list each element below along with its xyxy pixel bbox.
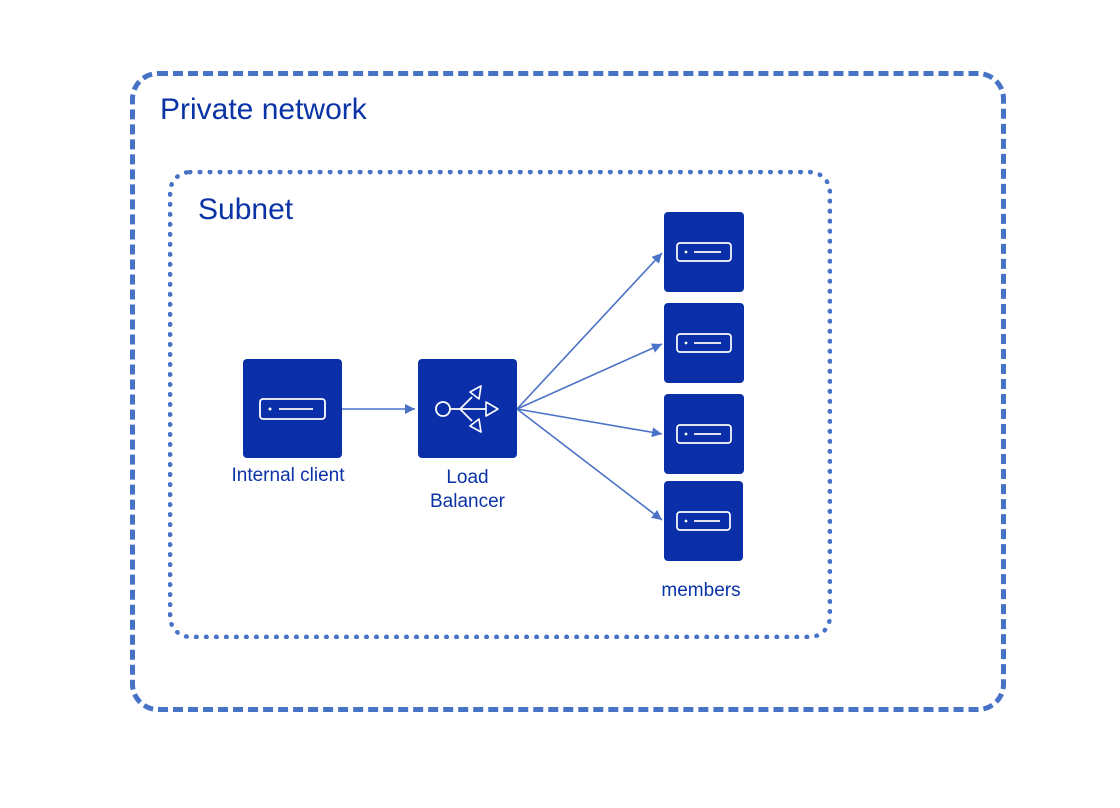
subnet-boundary xyxy=(168,170,832,639)
load-balancer-label-line1: Load xyxy=(446,467,489,488)
load-balancer-label-line2: Balancer xyxy=(430,491,505,512)
subnet-label: Subnet xyxy=(198,193,294,226)
internal-client-label: Internal client xyxy=(231,465,345,486)
server-icon xyxy=(676,511,731,531)
load-balancer-label: Load Balancer xyxy=(418,466,517,514)
server-icon xyxy=(676,242,732,262)
member-node-4 xyxy=(664,481,743,561)
member-node-3 xyxy=(664,394,744,474)
private-network-label: Private network xyxy=(160,93,367,126)
server-icon xyxy=(676,424,732,444)
server-icon xyxy=(259,398,326,420)
private-network-boundary xyxy=(130,71,1006,712)
server-icon xyxy=(676,333,732,353)
load-balancer-node xyxy=(418,359,517,458)
member-node-1 xyxy=(664,212,744,292)
lb-to-member-4-arrow xyxy=(516,408,663,521)
lb-to-member-1-arrow xyxy=(516,252,663,410)
lb-to-member-3-arrow xyxy=(516,408,663,438)
members-label: members xyxy=(661,580,741,601)
lb-to-member-2-arrow xyxy=(516,343,663,410)
load-balancer-icon xyxy=(435,385,499,433)
member-node-2 xyxy=(664,303,744,383)
internal-client-node xyxy=(243,359,342,458)
